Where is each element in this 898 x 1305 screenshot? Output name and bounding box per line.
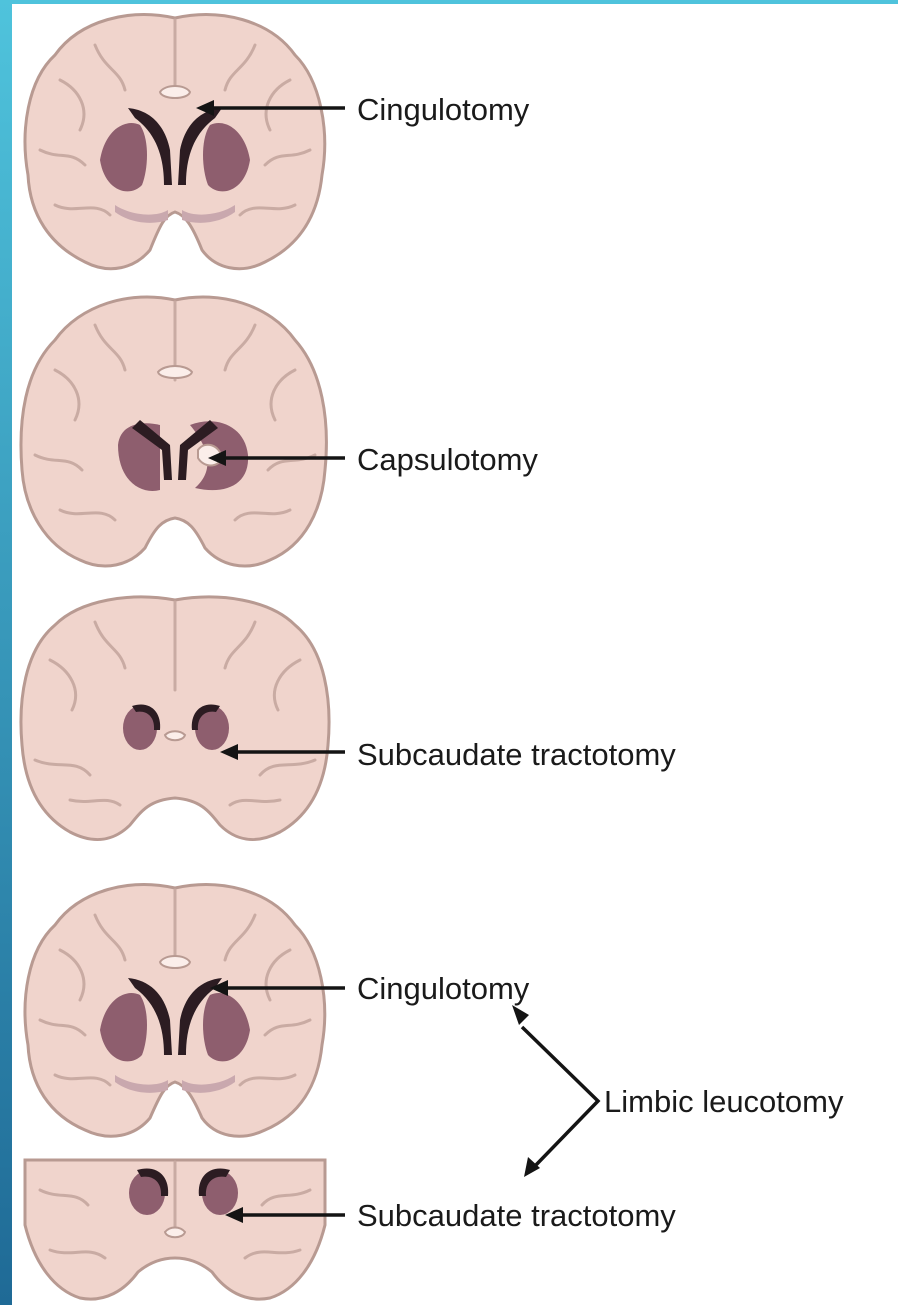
- label-cingulotomy-top: Cingulotomy: [357, 94, 529, 125]
- label-capsulotomy: Capsulotomy: [357, 444, 538, 475]
- label-subcaudate-tractotomy-top: Subcaudate tractotomy: [357, 739, 676, 770]
- brain-section-1: [25, 15, 325, 269]
- brain-section-4: [25, 885, 325, 1137]
- brain-section-5: [25, 1160, 325, 1299]
- arrow-limbic-leucotomy: [512, 1005, 598, 1177]
- brain-section-3: [21, 597, 329, 839]
- label-subcaudate-tractotomy-bottom: Subcaudate tractotomy: [357, 1200, 676, 1231]
- label-limbic-leucotomy: Limbic leucotomy: [604, 1086, 843, 1117]
- brain-section-2: [21, 297, 326, 566]
- label-cingulotomy-bottom: Cingulotomy: [357, 973, 529, 1004]
